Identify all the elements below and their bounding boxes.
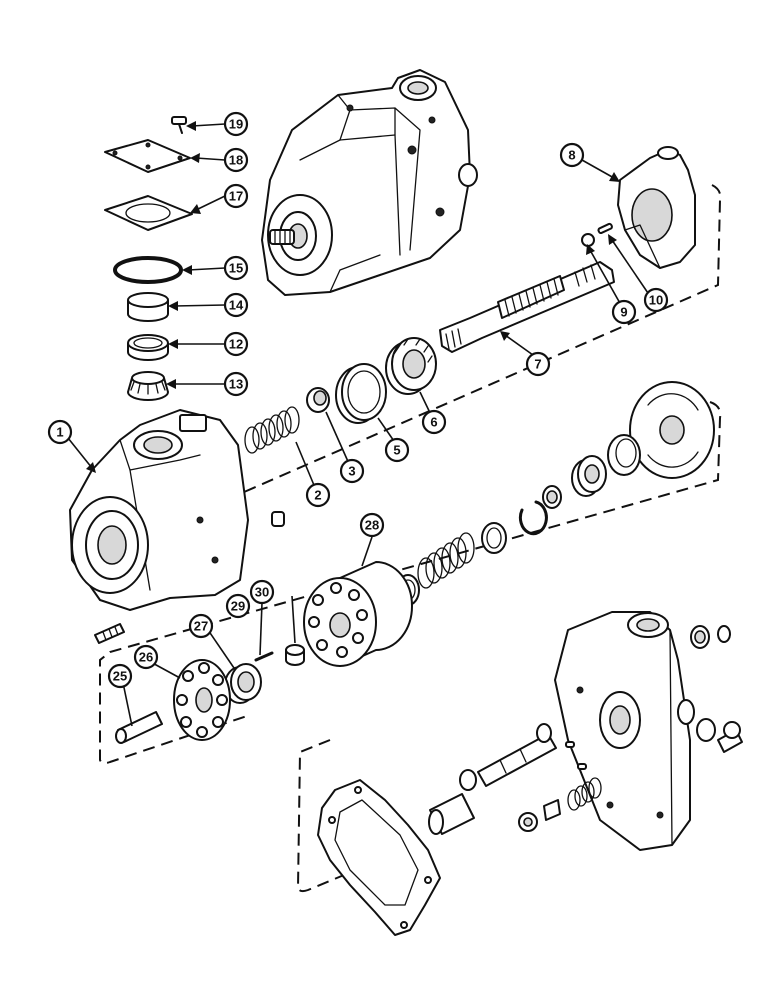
callout-9-label: 9	[620, 305, 627, 320]
part-housing-1	[69, 409, 285, 611]
callout-27-label: 27	[194, 619, 208, 634]
callout-7-label: 7	[534, 357, 541, 372]
callout-2-label: 2	[314, 488, 321, 503]
callout-17: 17	[223, 183, 249, 209]
part-pin-29	[254, 651, 274, 662]
part-bearing-cone-13	[127, 371, 169, 401]
callout-15-label: 15	[229, 261, 243, 276]
part-bearing-cup-12	[127, 334, 169, 361]
part-spool	[477, 723, 557, 787]
callout-12-label: 12	[229, 337, 243, 352]
part-mounting-gasket	[317, 779, 441, 936]
part-spring-2	[244, 406, 300, 454]
callout-30-label: 30	[255, 585, 269, 600]
part-bushing-14	[127, 292, 169, 322]
part-o-ring-15	[113, 256, 183, 284]
callout-17-label: 17	[229, 189, 243, 204]
callout-9: 9	[611, 299, 637, 325]
part-swashplate	[581, 146, 696, 269]
callout-28-label: 28	[365, 518, 379, 533]
part-screw-19	[171, 116, 187, 134]
callout-12: 12	[223, 331, 249, 357]
part-small-fittings-right	[690, 625, 743, 753]
part-end-cap	[554, 611, 695, 851]
part-washer-right	[542, 485, 562, 509]
part-bolt-small	[94, 623, 125, 644]
part-ring-right-1	[607, 434, 641, 476]
part-valve-washers	[518, 799, 561, 832]
callout-2: 2	[305, 482, 331, 508]
callout-18-label: 18	[229, 153, 243, 168]
part-shaft	[439, 261, 615, 353]
callout-25-label: 25	[113, 669, 127, 684]
callout-5-label: 5	[393, 443, 400, 458]
callout-18: 18	[223, 147, 249, 173]
callout-1-label: 1	[56, 425, 63, 440]
part-bearing-6	[385, 337, 437, 395]
callout-25: 25	[107, 663, 133, 689]
callout-10-label: 10	[649, 293, 663, 308]
part-bushing-30	[285, 644, 305, 666]
callout-28: 28	[359, 512, 385, 538]
callout-8-label: 8	[568, 148, 575, 163]
callout-19-label: 19	[229, 117, 243, 132]
part-seat-3	[306, 387, 330, 413]
callout-27: 27	[188, 613, 214, 639]
assembled-pump-upper	[261, 69, 478, 296]
callout-26: 26	[133, 644, 159, 670]
callout-8: 8	[559, 142, 585, 168]
part-snap-ring	[518, 500, 548, 536]
callout-13-label: 13	[229, 377, 243, 392]
part-spring-mid	[417, 532, 475, 589]
callout-14: 14	[223, 292, 249, 318]
callout-6: 6	[421, 409, 447, 435]
callout-14-label: 14	[229, 298, 244, 313]
part-cover-plate-18	[104, 139, 191, 173]
callout-15: 15	[223, 255, 249, 281]
callout-6-label: 6	[430, 415, 437, 430]
callout-29: 29	[225, 593, 251, 619]
callout-7: 7	[525, 351, 551, 377]
part-bearing-27	[224, 663, 262, 704]
part-piston-valve	[428, 793, 475, 835]
callout-29-label: 29	[231, 599, 245, 614]
callout-10: 10	[643, 287, 669, 313]
part-port-plate	[629, 381, 715, 479]
callout-13: 13	[223, 371, 249, 397]
part-bearing-cup-5	[335, 363, 387, 424]
group-bracket-rotating	[99, 401, 722, 765]
part-pin-25	[115, 711, 163, 744]
callout-3-label: 3	[348, 464, 355, 479]
callout-30: 30	[249, 579, 275, 605]
part-spring-valve	[565, 741, 602, 811]
part-retainer-plate-26	[173, 659, 231, 741]
callout-3: 3	[339, 458, 365, 484]
part-bearing-right	[571, 455, 607, 497]
callout-5: 5	[384, 437, 410, 463]
group-bracket-endcap	[296, 739, 381, 893]
part-washer-mid	[481, 522, 507, 554]
part-gasket-17	[104, 195, 193, 231]
leader-lines	[67, 121, 651, 727]
callout-1: 1	[47, 419, 73, 445]
callout-19: 19	[223, 111, 249, 137]
callout-26-label: 26	[139, 650, 153, 665]
part-cylinder-block-28	[303, 561, 413, 667]
group-bracket-shaft	[179, 184, 722, 521]
part-ring-valve	[459, 769, 477, 791]
